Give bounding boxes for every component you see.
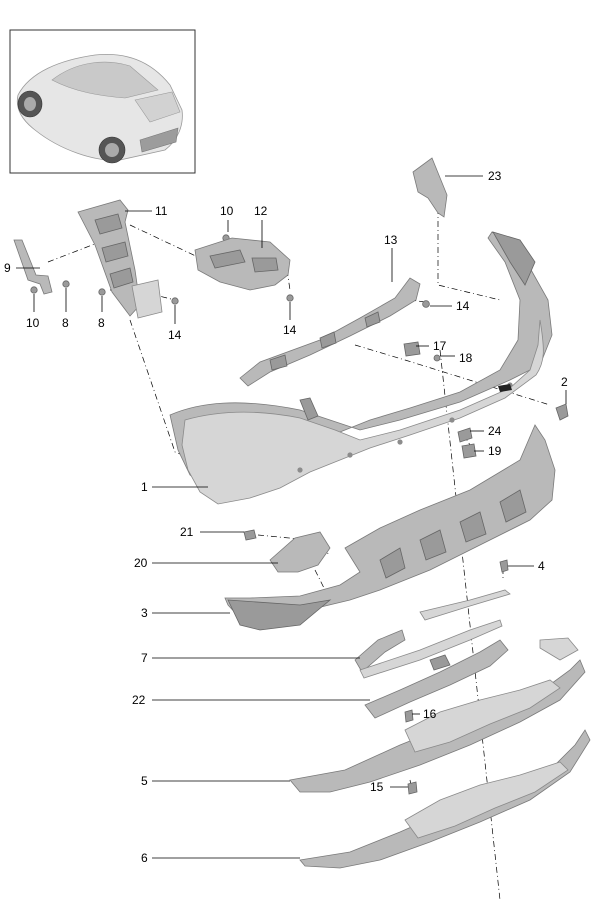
part-11-bracket[interactable] bbox=[77, 199, 141, 317]
callout-7: 7 bbox=[141, 651, 148, 665]
callout-4: 4 bbox=[538, 559, 545, 573]
callout-labels: 23 11 10 12 13 9 10 8 8 14 14 14 17 18 2… bbox=[4, 169, 568, 865]
part-22-diffuser-insert[interactable] bbox=[364, 639, 509, 719]
part-13-guide-rail[interactable] bbox=[239, 277, 421, 387]
callout-6: 6 bbox=[141, 851, 148, 865]
part-4-screw[interactable] bbox=[499, 559, 509, 573]
callout-3: 3 bbox=[141, 606, 148, 620]
callout-11: 11 bbox=[155, 204, 168, 218]
part-14-nut-right[interactable] bbox=[422, 300, 430, 308]
callout-14-right: 14 bbox=[456, 299, 470, 313]
vehicle-illustration bbox=[16, 54, 183, 164]
callout-8-left: 8 bbox=[62, 316, 69, 330]
part-2-cover[interactable] bbox=[555, 403, 569, 421]
callout-15: 15 bbox=[370, 780, 384, 794]
part-10-screw-left[interactable] bbox=[30, 286, 38, 294]
trim-strip-right[interactable] bbox=[539, 637, 579, 661]
callout-24: 24 bbox=[488, 424, 502, 438]
leader-lines bbox=[16, 175, 567, 859]
callout-18: 18 bbox=[459, 351, 473, 365]
callout-19: 19 bbox=[488, 444, 502, 458]
part-21-screw[interactable] bbox=[243, 529, 257, 541]
fasteners-left bbox=[30, 234, 430, 308]
vehicle-inset bbox=[9, 29, 196, 174]
part-15-screw[interactable] bbox=[407, 781, 418, 795]
part-8-clip-center[interactable] bbox=[98, 288, 106, 296]
callout-14-center: 14 bbox=[283, 323, 297, 337]
part-18-screw[interactable] bbox=[433, 354, 441, 362]
callout-1: 1 bbox=[141, 480, 148, 494]
part-3-bumper-carrier[interactable] bbox=[224, 424, 556, 631]
callout-21: 21 bbox=[180, 525, 194, 539]
part-16-screw[interactable] bbox=[404, 709, 414, 723]
part-5-diffuser[interactable] bbox=[289, 659, 586, 793]
trim-strip-lower[interactable] bbox=[359, 619, 503, 679]
callout-14-left: 14 bbox=[168, 328, 182, 342]
part-23-bracket[interactable] bbox=[412, 157, 448, 218]
callout-12: 12 bbox=[254, 204, 268, 218]
part-14-nut-center[interactable] bbox=[286, 294, 294, 302]
part-14-nut-left[interactable] bbox=[171, 297, 179, 305]
part-19-clip[interactable] bbox=[461, 443, 477, 459]
callout-16: 16 bbox=[423, 707, 437, 721]
callout-13: 13 bbox=[384, 233, 398, 247]
part-12-bracket[interactable] bbox=[194, 237, 291, 291]
callout-5: 5 bbox=[141, 774, 148, 788]
callout-10-left: 10 bbox=[26, 316, 40, 330]
callout-22: 22 bbox=[132, 693, 146, 707]
part-9-bracket[interactable] bbox=[13, 239, 53, 295]
callout-9: 9 bbox=[4, 261, 11, 275]
callout-23: 23 bbox=[488, 169, 502, 183]
callout-10-top: 10 bbox=[220, 204, 234, 218]
callout-8-center: 8 bbox=[98, 316, 105, 330]
part-8-clip-left[interactable] bbox=[62, 280, 70, 288]
part-24-clip[interactable] bbox=[457, 427, 473, 443]
part-1-bumper-cover[interactable] bbox=[169, 231, 553, 505]
trim-strip-upper[interactable] bbox=[419, 589, 511, 621]
part-14-clip-box[interactable] bbox=[131, 279, 163, 319]
callout-2: 2 bbox=[561, 375, 568, 389]
part-6-diffuser[interactable] bbox=[299, 729, 591, 869]
part-17-retainer[interactable] bbox=[403, 341, 421, 357]
callout-20: 20 bbox=[134, 556, 148, 570]
part-20-bracket[interactable] bbox=[269, 531, 331, 573]
callout-17: 17 bbox=[433, 339, 447, 353]
